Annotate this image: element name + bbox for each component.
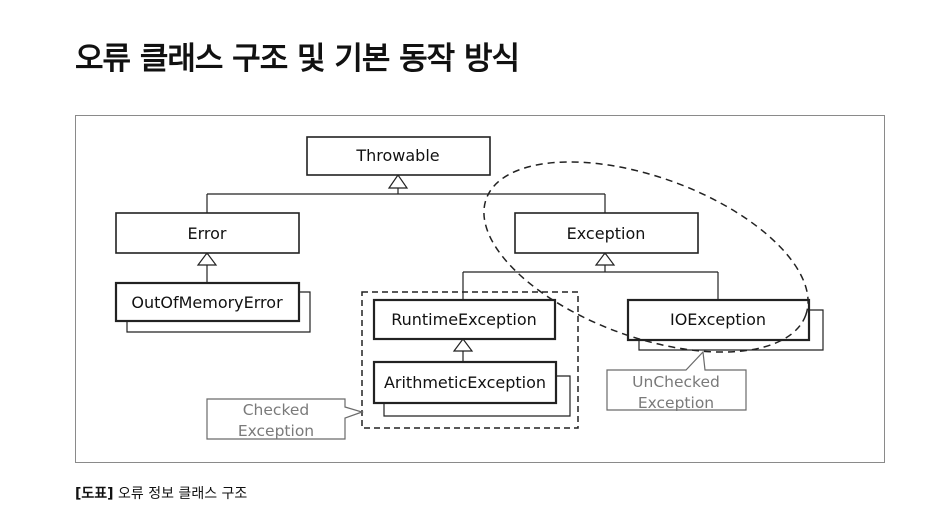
class-boxes <box>114 136 811 405</box>
diagram-frame <box>75 115 885 463</box>
class-labels: Throwable Error Exception OutOfMemoryErr… <box>131 146 766 392</box>
error-label: Error <box>188 224 227 243</box>
arithmetic-shadow <box>383 375 571 417</box>
arrowhead-exception <box>594 252 616 266</box>
arrowhead-runtime <box>452 338 474 352</box>
unchecked-callout-line2: Exception <box>638 394 714 412</box>
figure-caption: [도표] 오류 정보 클래스 구조 <box>75 483 247 503</box>
checked-group-outline <box>361 291 579 429</box>
io-shadow <box>638 309 824 351</box>
arrowhead-error <box>196 252 218 266</box>
inheritance-connectors <box>206 188 719 362</box>
out-of-memory-error-box <box>114 281 301 323</box>
arithmetic-exception-box <box>372 360 558 405</box>
throwable-label: Throwable <box>355 146 439 165</box>
caption-tag: [도표] <box>75 486 114 502</box>
arrowhead-throwable <box>387 173 409 189</box>
exception-box <box>514 212 699 254</box>
exception-label: Exception <box>567 224 646 243</box>
stacked-shadow-boxes <box>126 291 824 417</box>
inheritance-arrowheads <box>196 173 616 352</box>
unchecked-callout: UnChecked Exception <box>606 350 747 412</box>
throwable-box <box>306 136 491 176</box>
io-exception-label: IOException <box>670 310 766 329</box>
runtime-exception-label: RuntimeException <box>391 310 537 329</box>
unchecked-callout-box <box>606 350 747 411</box>
error-box <box>115 212 300 254</box>
page-title: 오류 클래스 구조 및 기본 동작 방식 <box>75 41 520 77</box>
runtime-exception-box <box>372 298 557 341</box>
out-of-memory-error-label: OutOfMemoryError <box>131 293 283 312</box>
arithmetic-exception-label: ArithmeticException <box>384 373 546 392</box>
oom-shadow <box>126 291 311 333</box>
checked-callout: Checked Exception <box>206 398 364 440</box>
unchecked-group-outline <box>483 161 809 353</box>
io-exception-box <box>626 298 811 342</box>
checked-callout-box <box>206 398 364 440</box>
checked-callout-line2: Exception <box>238 422 314 440</box>
checked-callout-line1: Checked <box>243 401 310 419</box>
unchecked-callout-line1: UnChecked <box>632 373 720 391</box>
caption-text: 오류 정보 클래스 구조 <box>118 486 248 502</box>
